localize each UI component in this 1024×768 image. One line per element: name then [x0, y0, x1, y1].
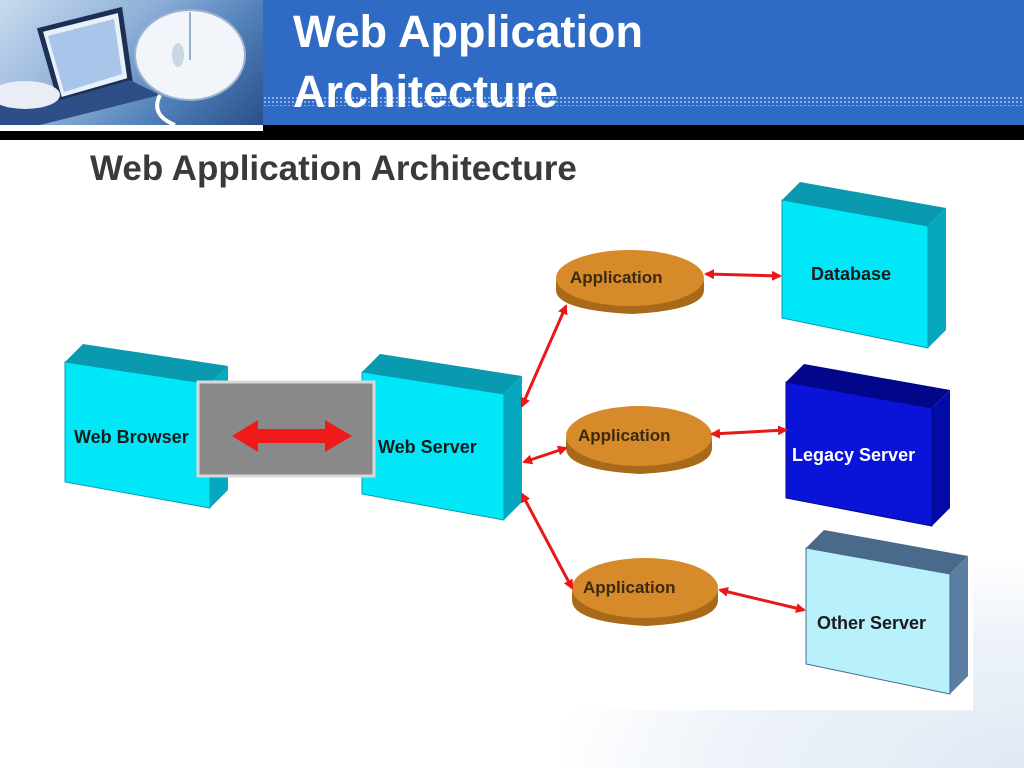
other-server-label: Other Server: [817, 613, 926, 633]
application-node-1: Application: [556, 250, 704, 314]
arrow-app2-legacy: [710, 425, 788, 439]
database-label: Database: [811, 264, 891, 284]
arrow-server-app1: [520, 304, 568, 408]
arrow-app3-other: [718, 586, 806, 614]
computer-mouse-photo-icon: [134, 9, 246, 125]
connection-arrows: [520, 269, 806, 614]
slide-title-line-2: Architecture: [293, 66, 559, 117]
web-server-label: Web Server: [378, 437, 477, 457]
header-photo: [0, 0, 263, 125]
legacy-server-box: Legacy Server: [785, 364, 950, 527]
arrow-app1-database: [704, 269, 782, 281]
application-label-1: Application: [570, 268, 663, 287]
slide-title: Web Application Architecture: [293, 2, 993, 122]
double-arrow-icon: [232, 420, 352, 452]
slide-title-line-1: Web Application: [293, 6, 644, 57]
diagram-title: Web Application Architecture: [90, 149, 577, 188]
header-dotted-line: [263, 96, 1024, 106]
legacy-server-label: Legacy Server: [792, 445, 915, 465]
header-rule-white: [0, 125, 263, 131]
application-node-3: Application: [572, 558, 718, 626]
arrow-server-app3: [520, 492, 574, 590]
web-server-box: [361, 354, 522, 521]
database-box: Database: [781, 182, 946, 349]
laptop-photo-icon: [0, 6, 160, 125]
web-browser-label: Web Browser: [74, 427, 189, 447]
browser-server-connector: [196, 380, 376, 478]
application-label-2: Application: [578, 426, 671, 445]
other-server-box: Other Server: [805, 530, 968, 695]
application-node-2: Application: [566, 406, 712, 474]
application-label-3: Application: [583, 578, 676, 597]
arrow-server-app2: [522, 445, 568, 465]
